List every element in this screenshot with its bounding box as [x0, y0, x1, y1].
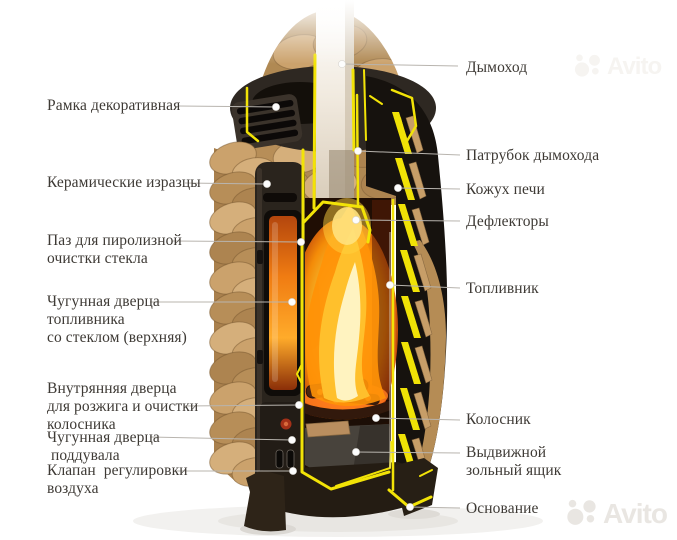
avito-watermark-text: Avito — [607, 53, 662, 80]
avito-logo-icon — [564, 497, 598, 531]
label-grate: Колосник — [466, 411, 531, 428]
label-stove-casing: Кожух печи — [466, 181, 545, 198]
label-chimney: Дымоход — [466, 59, 528, 76]
label-ash-drawer: Выдвижной зольный ящик — [466, 444, 562, 479]
label-pyrolysis-groove: Паз для пиролизной очистки стекла — [47, 232, 182, 267]
label-ashpit-door: Чугунная дверца поддувала — [47, 429, 160, 464]
label-inner-door: Внутрянняя дверца для розжига и очистки … — [47, 380, 199, 433]
label-firebox: Топливник — [466, 280, 539, 297]
label-deflectors: Дефлекторы — [466, 213, 549, 230]
label-chimney-socket: Патрубок дымохода — [466, 147, 600, 164]
label-firebox-door: Чугунная дверца топливника со стеклом (в… — [47, 293, 187, 346]
avito-watermark-bottom: Avito — [564, 497, 668, 531]
avito-logo-icon — [572, 52, 602, 82]
avito-watermark-top: Avito — [572, 52, 662, 82]
avito-watermark-text: Avito — [603, 498, 668, 529]
label-base: Основание — [466, 500, 539, 517]
label-air-valve: Клапан регулировки воздуха — [47, 462, 188, 497]
label-decorative-frame: Рамка декоративная — [47, 97, 181, 114]
label-ceramic-tiles: Керамические изразцы — [47, 174, 201, 191]
